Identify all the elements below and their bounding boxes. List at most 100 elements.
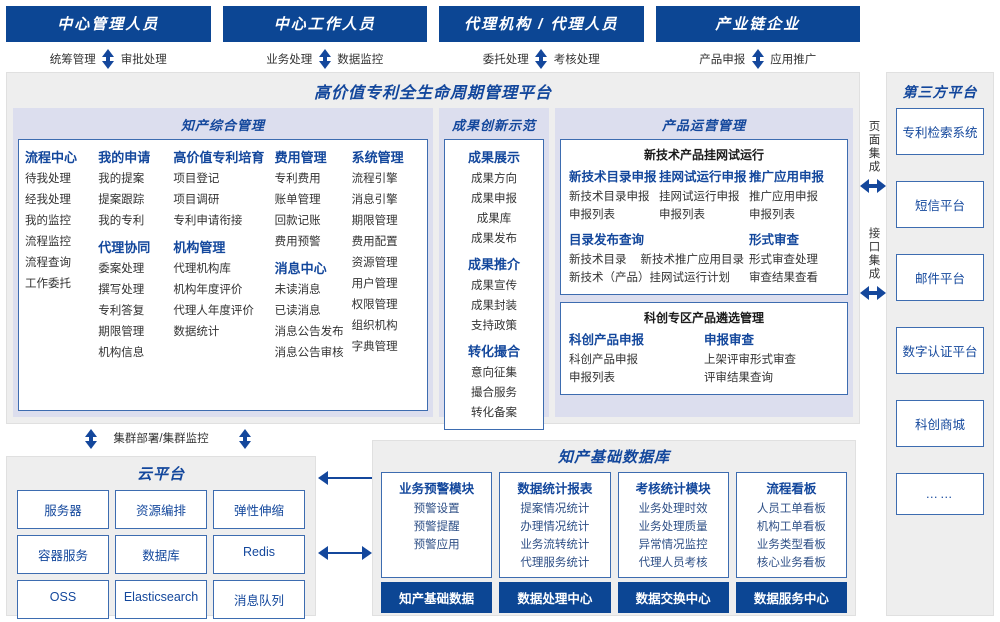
- menu-item[interactable]: 专利费用: [274, 173, 321, 185]
- menu-item[interactable]: 新技术（产品）挂网试运行计划: [569, 272, 730, 284]
- menu-item[interactable]: 项目调研: [173, 194, 220, 206]
- menu-item[interactable]: 审查结果查看: [749, 272, 818, 284]
- db-footer-service-center[interactable]: 数据服务中心: [735, 582, 847, 613]
- db-item[interactable]: 核心业务看板: [756, 557, 826, 569]
- third-party-item-sci-mall[interactable]: 科创商城: [896, 400, 984, 447]
- menu-item[interactable]: 期限管理: [351, 215, 398, 227]
- db-item[interactable]: 预警设置: [413, 503, 460, 515]
- db-item[interactable]: 业务处理质量: [638, 521, 708, 533]
- actor-center-admin[interactable]: 中心管理人员 统筹管理 审批处理: [6, 6, 211, 68]
- menu-item[interactable]: 账单管理: [274, 194, 321, 206]
- menu-item[interactable]: 待我处理: [25, 173, 71, 185]
- menu-item[interactable]: 成果封装: [471, 300, 517, 312]
- db-item[interactable]: 人员工单看板: [756, 503, 826, 515]
- menu-item[interactable]: 代理机构库: [173, 263, 231, 275]
- third-party-item-more[interactable]: ……: [896, 473, 984, 515]
- db-item[interactable]: 预警提醒: [413, 521, 460, 533]
- cloud-cell-redis[interactable]: Redis: [213, 535, 305, 574]
- menu-item[interactable]: 推广应用申报: [749, 191, 818, 203]
- menu-item[interactable]: 申报列表: [659, 209, 705, 221]
- menu-item[interactable]: 专利答复: [98, 305, 145, 317]
- menu-item[interactable]: 科创产品申报: [569, 354, 638, 366]
- db-item[interactable]: 机构工单看板: [756, 521, 826, 533]
- menu-item[interactable]: 申报列表: [569, 209, 615, 221]
- menu-item[interactable]: 成果申报: [471, 193, 517, 205]
- menu-item[interactable]: 消息公告审核: [274, 347, 344, 359]
- menu-item[interactable]: 我的专利: [98, 215, 145, 227]
- db-item[interactable]: 异常情况监控: [638, 539, 708, 551]
- db-footer-processing-center[interactable]: 数据处理中心: [499, 582, 611, 613]
- menu-item[interactable]: 转化备案: [471, 407, 517, 419]
- menu-item[interactable]: 评审结果查询: [704, 372, 773, 384]
- db-footer-basic-data[interactable]: 知产基础数据: [381, 582, 493, 613]
- cloud-cell-container-service[interactable]: 容器服务: [17, 535, 109, 574]
- menu-item[interactable]: 意向征集: [471, 367, 517, 379]
- menu-item[interactable]: 流程监控: [25, 236, 71, 248]
- db-item[interactable]: 预警应用: [413, 539, 460, 551]
- menu-item[interactable]: 已读消息: [274, 305, 321, 317]
- menu-item[interactable]: 字典管理: [351, 341, 398, 353]
- menu-item[interactable]: 工作委托: [25, 278, 71, 290]
- actor-agency[interactable]: 代理机构 / 代理人员 委托处理 考核处理: [439, 6, 644, 68]
- menu-item[interactable]: 数据统计: [173, 326, 220, 338]
- menu-item[interactable]: 成果库: [476, 213, 512, 225]
- menu-item[interactable]: 流程引擎: [351, 173, 398, 185]
- cloud-cell-database[interactable]: 数据库: [115, 535, 207, 574]
- menu-item[interactable]: 成果宣传: [471, 280, 517, 292]
- third-party-item-digital-cert[interactable]: 数字认证平台: [896, 327, 984, 374]
- menu-item[interactable]: 权限管理: [351, 299, 398, 311]
- menu-item[interactable]: 机构信息: [98, 347, 145, 359]
- db-item[interactable]: 提案情况统计: [520, 503, 590, 515]
- third-party-item-email[interactable]: 邮件平台: [896, 254, 984, 301]
- third-party-item-sms[interactable]: 短信平台: [896, 181, 984, 228]
- menu-item[interactable]: 组织机构: [351, 320, 398, 332]
- cloud-cell-elasticsearch[interactable]: Elasticsearch: [115, 580, 207, 619]
- menu-item[interactable]: 撮合服务: [471, 387, 517, 399]
- cloud-cell-message-queue[interactable]: 消息队列: [213, 580, 305, 619]
- db-item[interactable]: 代理服务统计: [520, 557, 590, 569]
- menu-item[interactable]: 我的提案: [98, 173, 145, 185]
- menu-item[interactable]: 成果方向: [471, 173, 517, 185]
- menu-item[interactable]: 项目登记: [173, 173, 220, 185]
- menu-item[interactable]: 消息公告发布: [274, 326, 344, 338]
- menu-item[interactable]: 新技术目录: [569, 254, 627, 266]
- db-item[interactable]: 办理情况统计: [520, 521, 590, 533]
- actor-industry-chain[interactable]: 产业链企业 产品申报 应用推广: [655, 6, 860, 68]
- db-item[interactable]: 业务处理时效: [638, 503, 708, 515]
- menu-item[interactable]: 提案跟踪: [98, 194, 145, 206]
- menu-item[interactable]: 费用预警: [274, 236, 321, 248]
- cloud-cell-server[interactable]: 服务器: [17, 490, 109, 529]
- menu-item[interactable]: 专利申请衔接: [173, 215, 243, 227]
- menu-item[interactable]: 消息引擎: [351, 194, 398, 206]
- menu-item[interactable]: 我的监控: [25, 215, 71, 227]
- menu-item[interactable]: 申报列表: [569, 372, 615, 384]
- menu-item[interactable]: 机构年度评价: [173, 284, 243, 296]
- menu-item[interactable]: 委案处理: [98, 263, 145, 275]
- menu-item[interactable]: 代理人年度评价: [173, 305, 254, 317]
- menu-item[interactable]: 资源管理: [351, 257, 398, 269]
- cloud-cell-elastic-scaling[interactable]: 弹性伸缩: [213, 490, 305, 529]
- cloud-cell-oss[interactable]: OSS: [17, 580, 109, 619]
- actor-center-staff[interactable]: 中心工作人员 业务处理 数据监控: [222, 6, 427, 68]
- menu-item[interactable]: 新技术目录申报: [569, 191, 650, 203]
- third-party-item-patent-search[interactable]: 专利检索系统: [896, 108, 984, 155]
- menu-item[interactable]: 费用配置: [351, 236, 398, 248]
- menu-item[interactable]: 回款记账: [274, 215, 321, 227]
- db-item[interactable]: 代理人员考核: [638, 557, 708, 569]
- menu-item[interactable]: 成果发布: [471, 233, 517, 245]
- menu-item[interactable]: 挂网试运行申报: [659, 191, 740, 203]
- menu-item[interactable]: 经我处理: [25, 194, 71, 206]
- db-footer-exchange-center[interactable]: 数据交换中心: [617, 582, 729, 613]
- db-item[interactable]: 业务类型看板: [756, 539, 826, 551]
- menu-item[interactable]: 上架评审形式审查: [704, 354, 796, 366]
- menu-item[interactable]: 申报列表: [749, 209, 795, 221]
- menu-item[interactable]: 新技术推广应用目录: [640, 254, 745, 266]
- db-item[interactable]: 业务流转统计: [520, 539, 590, 551]
- menu-item[interactable]: 用户管理: [351, 278, 398, 290]
- cloud-cell-resource-orchestration[interactable]: 资源编排: [115, 490, 207, 529]
- menu-item[interactable]: 形式审查处理: [749, 254, 818, 266]
- menu-item[interactable]: 未读消息: [274, 284, 321, 296]
- menu-item[interactable]: 流程查询: [25, 257, 71, 269]
- menu-item[interactable]: 撰写处理: [98, 284, 145, 296]
- menu-item[interactable]: 期限管理: [98, 326, 145, 338]
